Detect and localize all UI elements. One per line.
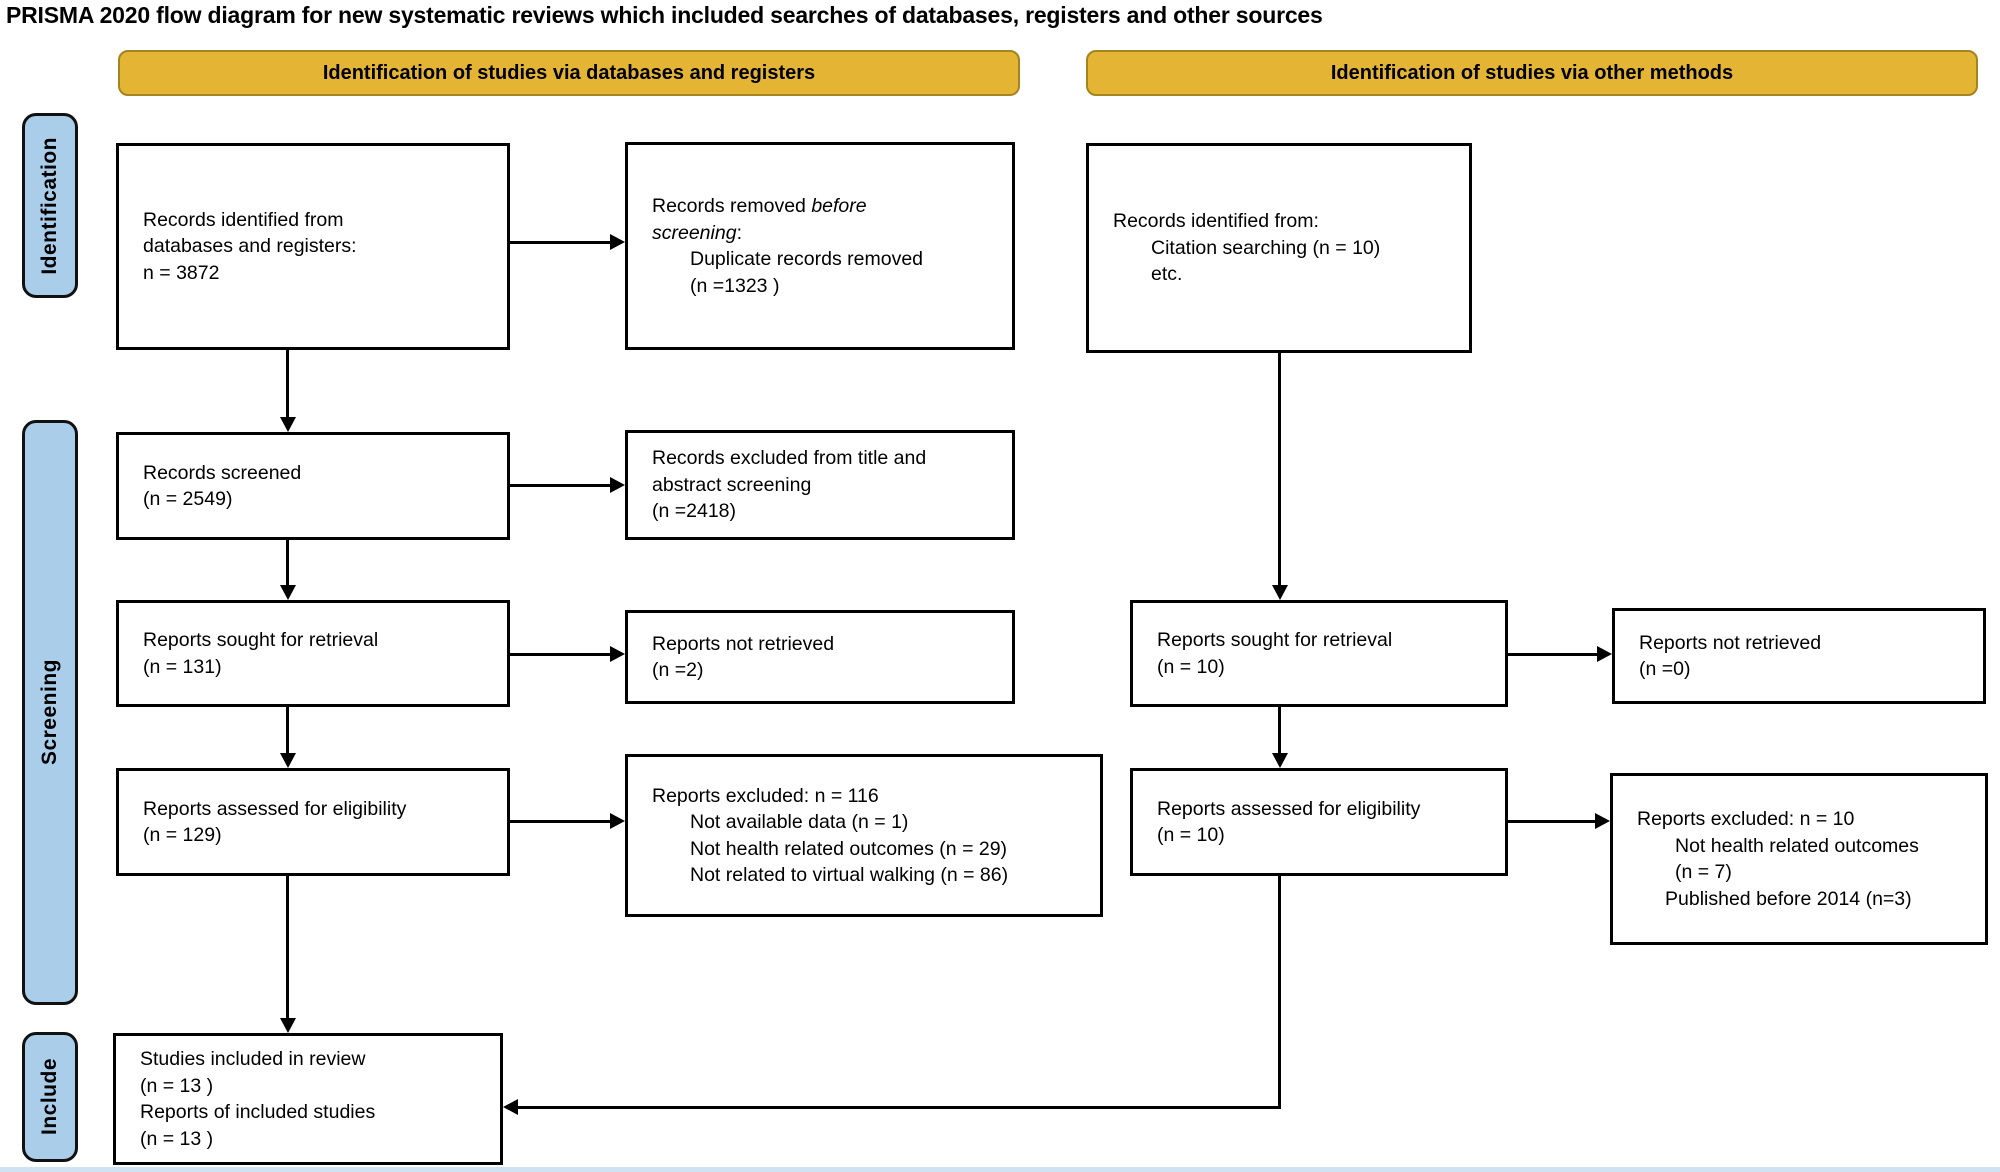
stage-include: Include	[22, 1032, 78, 1162]
box-text-line: Records excluded from title and	[652, 447, 927, 470]
box-reports-sought-databases: Reports sought for retrieval (n = 131)	[116, 600, 510, 707]
stage-label: Screening	[38, 659, 61, 766]
arrow-assessed-to-included-head	[280, 1018, 296, 1033]
box-text-line: databases and registers:	[143, 235, 357, 258]
box-text-line: Published before 2014 (n=3)	[1665, 887, 1912, 910]
text-part: Records removed	[652, 195, 812, 217]
box-text-line: (n =0)	[1639, 658, 1691, 680]
arrow-other-assessed-to-excluded-line	[1508, 820, 1595, 823]
box-studies-included: Studies included in review (n = 13 ) Rep…	[113, 1033, 503, 1165]
arrow-other-assessed-to-excluded-head	[1595, 813, 1610, 829]
box-text-line: n = 3872	[143, 261, 220, 284]
box-text-line: (n = 13 )	[140, 1074, 214, 1097]
arrow-other-assessed-to-included-vline	[1278, 876, 1281, 1109]
arrow-other-sought-to-assessed-line	[1278, 707, 1281, 753]
box-records-screened: Records screened (n = 2549)	[116, 432, 510, 540]
banner-other-methods: Identification of studies via other meth…	[1086, 50, 1978, 96]
stage-label: Identification	[38, 136, 61, 275]
arrow-screened-to-sought-line	[286, 540, 289, 586]
stage-identification: Identification	[22, 113, 78, 298]
box-text-line: Not health related outcomes	[1675, 834, 1919, 857]
arrow-sought-to-assessed-head	[280, 753, 296, 768]
box-records-identified-other: Records identified from: Citation search…	[1086, 143, 1472, 353]
arrow-screened-to-excluded-line	[510, 484, 610, 487]
box-text-line: Reports not retrieved	[652, 632, 835, 655]
box-text-line: (n =2418)	[652, 500, 737, 523]
stage-label: Include	[38, 1058, 61, 1136]
box-text-line: (n = 7)	[1675, 861, 1732, 883]
box-text-line: Reports sought for retrieval	[143, 629, 379, 651]
box-records-excluded-screening: Records excluded from title and abstract…	[625, 430, 1015, 540]
box-text-line: Citation searching (n = 10)	[1151, 236, 1381, 259]
box-text-line: etc.	[1151, 263, 1183, 286]
arrow-sought-to-assessed-line	[286, 707, 289, 753]
box-text-line: (n = 10)	[1157, 824, 1225, 846]
box-text-line: abstract screening	[652, 473, 812, 496]
stage-screening: Screening	[22, 420, 78, 1005]
box-text-line: Not health related outcomes (n = 29)	[690, 837, 1008, 860]
text-part: :	[736, 221, 742, 244]
arrow-other-assessed-to-included-hline	[518, 1106, 1281, 1109]
box-text-line: Reports assessed for eligibility	[1157, 797, 1421, 820]
box-text-line: Reports excluded: n = 10	[1637, 808, 1855, 830]
box-text-line: screening:	[652, 220, 1006, 247]
box-text-line: (n =1323 )	[690, 274, 780, 297]
arrow-assessed-to-excluded-head	[610, 813, 625, 829]
arrow-sought-to-not-retrieved-line	[510, 653, 610, 656]
box-text-line: (n = 2549)	[143, 488, 233, 510]
box-text-line: (n = 13 )	[140, 1127, 214, 1150]
banner-label: Identification of studies via other meth…	[1330, 61, 1734, 84]
box-reports-sought-other: Reports sought for retrieval (n = 10)	[1130, 600, 1508, 707]
arrow-assessed-to-included-line	[286, 876, 289, 1018]
arrow-other-sought-to-not-retrieved-line	[1508, 653, 1597, 656]
arrow-other-identified-to-sought-head	[1272, 585, 1288, 600]
arrow-other-assessed-to-included-head	[503, 1099, 518, 1115]
box-text-line: Reports not retrieved	[1639, 631, 1822, 654]
box-records-removed-before-screening: Records removed before screening: Duplic…	[625, 142, 1015, 350]
box-reports-assessed-databases: Reports assessed for eligibility (n = 12…	[116, 768, 510, 876]
arrow-sought-to-not-retrieved-head	[610, 646, 625, 662]
arrow-other-sought-to-assessed-head	[1272, 753, 1288, 768]
diagram-title: PRISMA 2020 flow diagram for new systema…	[6, 2, 1323, 28]
arrow-assessed-to-excluded-line	[510, 820, 610, 823]
banner-databases-registers: Identification of studies via databases …	[118, 50, 1020, 96]
arrow-screened-to-sought-head	[280, 585, 296, 600]
box-reports-excluded-databases: Reports excluded: n = 116 Not available …	[625, 754, 1103, 917]
box-records-identified-databases: Records identified from databases and re…	[116, 143, 510, 350]
box-text-line: (n = 129)	[143, 824, 222, 846]
box-text-line: Records screened	[143, 461, 302, 484]
box-reports-excluded-other: Reports excluded: n = 10 Not health rela…	[1610, 773, 1988, 945]
banner-label: Identification of studies via databases …	[322, 61, 816, 84]
box-reports-assessed-other: Reports assessed for eligibility (n = 10…	[1130, 768, 1508, 876]
arrow-screened-to-excluded-head	[610, 477, 625, 493]
arrow-identified-to-screened-line	[286, 350, 289, 418]
box-text-line: Not available data (n = 1)	[690, 811, 909, 833]
box-reports-not-retrieved-databases: Reports not retrieved (n =2)	[625, 610, 1015, 704]
box-text-line: (n = 10)	[1157, 655, 1225, 678]
box-text-line: Records identified from:	[1113, 210, 1319, 233]
arrow-identified-to-screened-head	[280, 417, 296, 432]
box-text-line: Records identified from	[143, 208, 344, 231]
box-text-line: Records removed before	[652, 193, 1006, 220]
arrow-identified-to-removed-head	[610, 234, 625, 250]
arrow-identified-to-removed-line	[510, 241, 610, 244]
text-part-italic: before	[811, 195, 867, 217]
bottom-edge-artifact	[0, 1167, 2000, 1172]
arrow-other-sought-to-not-retrieved-head	[1597, 646, 1612, 662]
box-text-line: Reports excluded: n = 116	[652, 784, 879, 807]
box-text-line: (n = 131)	[143, 655, 222, 678]
box-text-line: Duplicate records removed	[690, 248, 924, 270]
arrow-other-identified-to-sought-line	[1278, 353, 1281, 585]
text-part-italic: screening	[652, 221, 737, 244]
box-text-line: Studies included in review	[140, 1048, 366, 1070]
box-text-line: Reports sought for retrieval	[1157, 629, 1393, 651]
box-text-line: (n =2)	[652, 659, 704, 681]
box-text-line: Reports assessed for eligibility	[143, 797, 407, 820]
box-text-line: Not related to virtual walking (n = 86)	[690, 864, 1009, 886]
box-reports-not-retrieved-other: Reports not retrieved (n =0)	[1612, 608, 1986, 704]
box-text-line: Reports of included studies	[140, 1101, 376, 1123]
